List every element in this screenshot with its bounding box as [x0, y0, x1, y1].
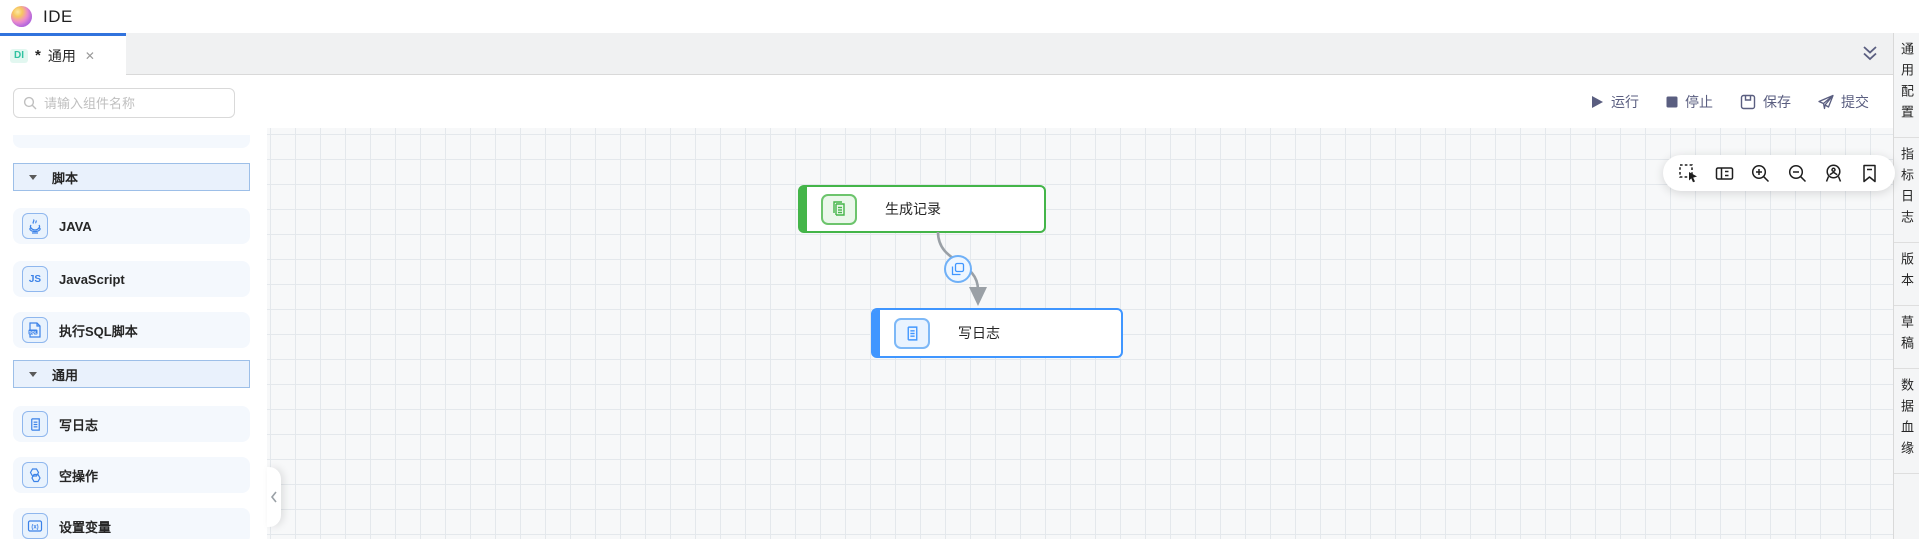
node-accent-bar: [873, 310, 880, 356]
zoom-out-icon[interactable]: [1787, 163, 1808, 184]
section-general[interactable]: 通用: [13, 360, 250, 388]
list-item-partial: [13, 135, 250, 148]
search-icon: [23, 96, 37, 110]
node-generate-records[interactable]: 生成记录: [798, 185, 1046, 233]
search-input[interactable]: [44, 95, 225, 111]
action-toolbar: 运行 停止 保存 提交: [267, 75, 1893, 128]
section-script[interactable]: 脚本: [13, 163, 250, 191]
sidebar-item-javascript[interactable]: JS JavaScript: [13, 261, 250, 297]
right-tab-versions[interactable]: 版本: [1894, 243, 1919, 306]
app-logo: [11, 6, 32, 27]
set-variable-icon: (x): [22, 513, 48, 539]
minimap-icon[interactable]: [1714, 163, 1735, 184]
right-tab-draft[interactable]: 草稿: [1894, 306, 1919, 369]
tab-title: 通用: [47, 47, 76, 64]
app-title: IDE: [43, 6, 73, 26]
unsaved-marker: *: [35, 47, 41, 64]
tab-general[interactable]: DI * 通用 ✕: [0, 33, 126, 75]
stop-icon: [1666, 96, 1678, 108]
copy-documents-badge-icon[interactable]: [944, 255, 972, 283]
submit-button[interactable]: 提交: [1818, 92, 1869, 112]
tab-close-icon[interactable]: ✕: [84, 48, 95, 63]
stop-button[interactable]: 停止: [1666, 92, 1713, 112]
sidebar-item-write-log[interactable]: 写日志: [13, 406, 250, 442]
sidebar-item-set-variable[interactable]: (x) 设置变量: [13, 508, 250, 539]
arrowhead-icon: [969, 287, 987, 306]
java-icon: [22, 213, 48, 239]
caret-down-icon: [29, 371, 37, 377]
node-write-log[interactable]: 写日志: [871, 308, 1123, 358]
paper-plane-icon: [1818, 94, 1834, 110]
zoom-locate-icon[interactable]: [1823, 163, 1844, 184]
right-tab-metric-logs[interactable]: 指标日志: [1894, 138, 1919, 243]
canvas-toolbar: [1663, 155, 1895, 191]
save-icon: [1740, 94, 1756, 110]
bookmark-icon[interactable]: [1859, 163, 1880, 184]
double-chevron-down-icon[interactable]: [1858, 42, 1882, 66]
caret-down-icon: [29, 174, 37, 180]
svg-text:(x): (x): [31, 525, 38, 531]
right-tab-general-config[interactable]: 通用配置: [1894, 33, 1919, 138]
no-op-icon: [22, 462, 48, 488]
node-label: 生成记录: [885, 201, 941, 217]
generate-records-icon: [821, 193, 857, 225]
right-tab-data-lineage[interactable]: 数据血缘: [1894, 369, 1919, 474]
write-log-icon: [22, 411, 48, 437]
di-badge: DI: [10, 48, 28, 63]
node-label: 写日志: [958, 325, 1000, 341]
sidebar-item-no-op[interactable]: 空操作: [13, 457, 250, 493]
sidebar-item-run-sql[interactable]: SQL 执行SQL脚本: [13, 312, 250, 348]
app-header: IDE: [0, 0, 1919, 33]
write-log-icon: [894, 317, 930, 349]
marquee-select-icon[interactable]: [1678, 163, 1699, 184]
svg-text:SQL: SQL: [29, 331, 37, 335]
flow-canvas[interactable]: 生成记录 写日志: [267, 128, 1895, 539]
sidebar-item-java[interactable]: JAVA: [13, 208, 250, 244]
run-button[interactable]: 运行: [1591, 92, 1639, 112]
right-panel-tabbar: 通用配置 指标日志 版本 草稿 数据血缘: [1893, 33, 1919, 539]
sidebar-collapse-handle[interactable]: [267, 467, 281, 527]
save-button[interactable]: 保存: [1740, 92, 1791, 112]
play-icon: [1591, 95, 1604, 109]
sql-file-icon: SQL: [22, 317, 48, 343]
component-search[interactable]: [13, 88, 235, 118]
zoom-in-icon[interactable]: [1750, 163, 1771, 184]
node-accent-bar: [800, 187, 807, 231]
component-sidebar: 脚本 JAVA JS JavaScript: [0, 75, 267, 539]
tab-bar: DI * 通用 ✕: [0, 33, 1893, 75]
javascript-icon: JS: [22, 266, 48, 292]
